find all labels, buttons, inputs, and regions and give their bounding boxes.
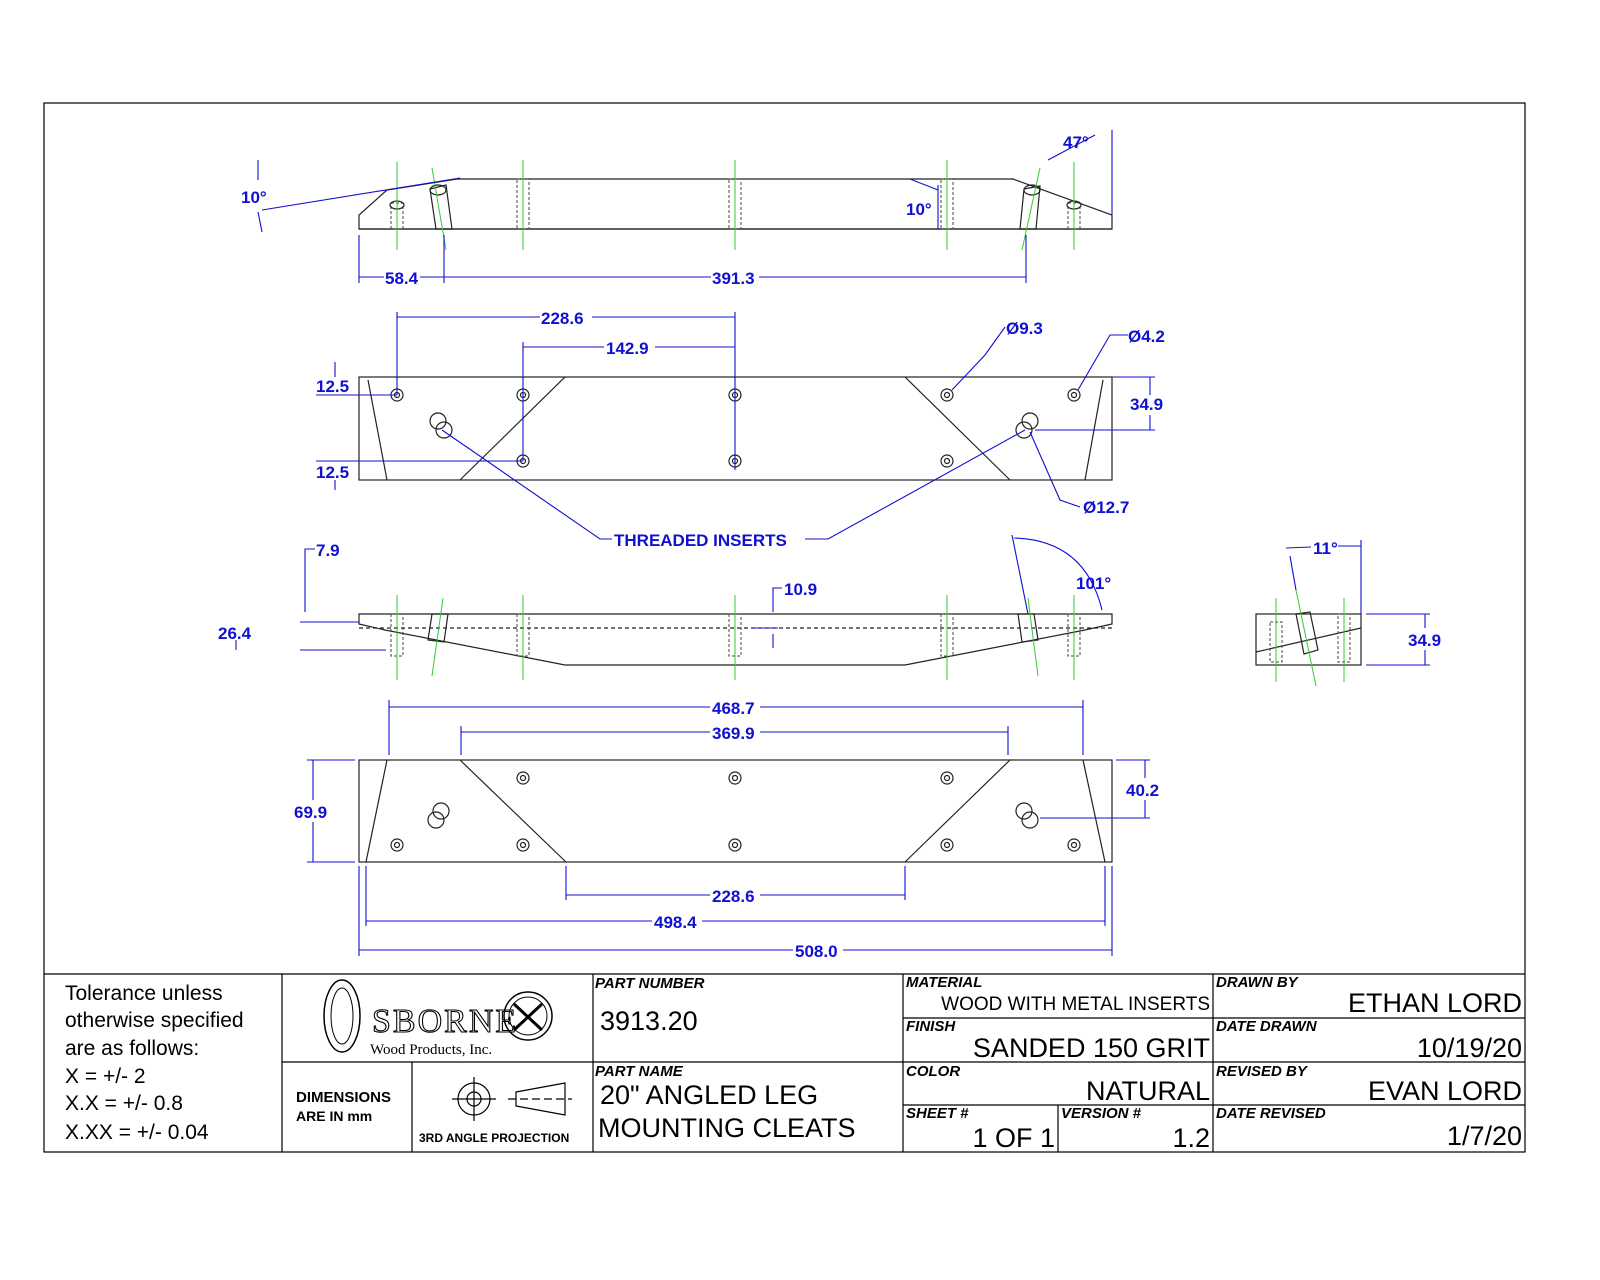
dim-34-9: 34.9	[1130, 395, 1163, 414]
finish: SANDED 150 GRIT	[973, 1033, 1210, 1063]
projection-label: 3RD ANGLE PROJECTION	[419, 1131, 569, 1145]
dim-498-4: 498.4	[654, 913, 697, 932]
dim-angle-11: 11°	[1313, 539, 1338, 558]
date-drawn: 10/19/20	[1417, 1033, 1522, 1063]
units-note: DIMENSIONS	[296, 1089, 391, 1106]
front-view: 7.9 26.4 10.9 101°	[218, 534, 1113, 680]
svg-text:X = +/- 2: X = +/- 2	[65, 1065, 146, 1088]
dim-angle-left: 10°	[241, 188, 267, 207]
part-outline	[358, 613, 1113, 666]
revised-by: EVAN LORD	[1368, 1076, 1522, 1106]
sheet-label: SHEET #	[906, 1105, 969, 1122]
revised-by-label: REVISED BY	[1216, 1063, 1309, 1080]
part-name-label: PART NAME	[595, 1063, 684, 1080]
dim-insert-12-7: Ø12.7	[1083, 498, 1129, 517]
dim-69-9: 69.9	[294, 803, 327, 822]
side-view: 10° 10° 47° 58.4 391.3	[241, 130, 1113, 288]
svg-text:X.X = +/- 0.8: X.X = +/- 0.8	[65, 1092, 183, 1115]
version-label: VERSION #	[1061, 1105, 1142, 1122]
dim-12-5-top: 12.5	[316, 377, 349, 396]
dim-hole-9-3: Ø9.3	[1006, 319, 1043, 338]
top-plan-view: 228.6 142.9 12.5 12.5 34.9 Ø9.3 Ø4.2 Ø12…	[316, 309, 1165, 550]
sheet-border	[43, 102, 1526, 1153]
dim-26-4: 26.4	[218, 624, 252, 643]
company-logo: SBORNE Wood Products, Inc.	[323, 979, 553, 1058]
part-name: 20" ANGLED LEG	[600, 1080, 818, 1110]
part-outline	[358, 759, 1113, 863]
threaded-inserts-callout: THREADED INSERTS	[614, 531, 787, 550]
part-number: 3913.20	[600, 1006, 698, 1036]
dim-142-9: 142.9	[606, 339, 649, 358]
tolerance-note: Tolerance unless otherwise specified are…	[65, 982, 244, 1144]
date-revised-label: DATE REVISED	[1216, 1105, 1326, 1122]
dim-40-2: 40.2	[1126, 781, 1159, 800]
dim-391-3: 391.3	[712, 269, 755, 288]
dim-508-0: 508.0	[795, 942, 838, 961]
drawn-by: ETHAN LORD	[1348, 988, 1522, 1018]
date-revised: 1/7/20	[1447, 1121, 1522, 1151]
material-label: MATERIAL	[906, 974, 982, 991]
bottom-plan-view: 468.7 369.9 228.6 498.4 508.0 69.9 40.2	[294, 699, 1159, 961]
svg-text:Tolerance unless: Tolerance unless	[65, 982, 223, 1005]
units-note: ARE IN mm	[296, 1108, 372, 1124]
svg-text:Wood Products, Inc.: Wood Products, Inc.	[370, 1042, 492, 1058]
dim-228-6-top: 228.6	[541, 309, 584, 328]
dim-7-9: 7.9	[316, 541, 340, 560]
finish-label: FINISH	[906, 1018, 956, 1035]
part-number-label: PART NUMBER	[595, 975, 705, 992]
holes	[390, 771, 1081, 852]
drawn-by-label: DRAWN BY	[1216, 974, 1300, 991]
svg-text:otherwise specified: otherwise specified	[65, 1009, 244, 1032]
part-name: MOUNTING CLEATS	[598, 1113, 856, 1143]
dim-hole-4-2: Ø4.2	[1128, 327, 1165, 346]
title-block: Tolerance unless otherwise specified are…	[44, 973, 1525, 1153]
svg-text:SBORNE: SBORNE	[372, 1003, 518, 1040]
svg-text:X.XX = +/- 0.04: X.XX = +/- 0.04	[65, 1121, 209, 1144]
end-view: 11° 34.9	[1255, 539, 1441, 687]
sheet: 1 OF 1	[972, 1123, 1055, 1153]
material: WOOD WITH METAL INSERTS	[941, 994, 1210, 1015]
dim-angle-mid: 10°	[906, 200, 932, 219]
date-drawn-label: DATE DRAWN	[1216, 1018, 1318, 1035]
dim-468-7: 468.7	[712, 699, 755, 718]
dim-34-9-end: 34.9	[1408, 631, 1441, 650]
color-label: COLOR	[906, 1063, 960, 1080]
projection-symbol	[452, 1077, 572, 1121]
color: NATURAL	[1086, 1076, 1210, 1106]
version: 1.2	[1172, 1123, 1210, 1153]
dim-228-6-bottom: 228.6	[712, 887, 755, 906]
dim-369-9: 369.9	[712, 724, 755, 743]
dim-angle-101: 101°	[1076, 574, 1111, 593]
svg-text:are as follows:: are as follows:	[65, 1037, 199, 1060]
dim-10-9: 10.9	[784, 580, 817, 599]
dim-angle-right: 47°	[1063, 133, 1089, 152]
dim-58-4: 58.4	[385, 269, 419, 288]
dim-12-5-bottom: 12.5	[316, 463, 349, 482]
